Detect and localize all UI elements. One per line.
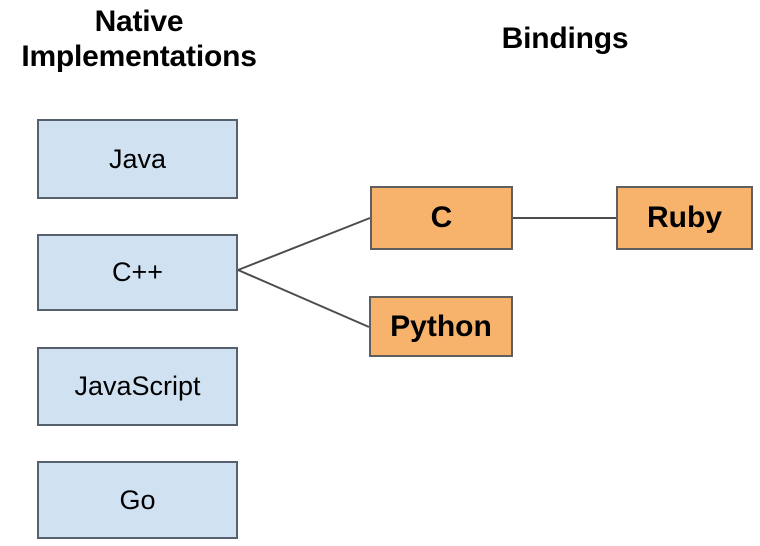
node-python-label: Python xyxy=(390,309,492,343)
node-javascript-label: JavaScript xyxy=(74,371,201,401)
node-cpp[interactable]: C++ xyxy=(37,234,238,311)
column-heading-native-implementations: Native Implementations xyxy=(0,5,278,75)
node-java-label: Java xyxy=(108,143,167,174)
node-cpp-label: C++ xyxy=(111,257,164,287)
node-ruby[interactable]: Ruby xyxy=(616,186,753,250)
node-java[interactable]: Java xyxy=(37,119,238,199)
column-heading-native-line2: Implementations xyxy=(21,39,257,73)
node-ruby-label: Ruby xyxy=(647,201,722,234)
node-python[interactable]: Python xyxy=(369,296,513,357)
edge-cpp-to-c xyxy=(237,217,371,271)
column-heading-native-line1: Native xyxy=(94,5,184,38)
node-c-label: C xyxy=(430,201,453,234)
node-javascript[interactable]: JavaScript xyxy=(37,347,238,426)
edge-cpp-to-python xyxy=(237,269,370,328)
node-go[interactable]: Go xyxy=(37,461,238,539)
column-heading-bindings: Bindings xyxy=(501,22,629,55)
node-c[interactable]: C xyxy=(370,186,513,250)
node-go-label: Go xyxy=(119,484,156,515)
